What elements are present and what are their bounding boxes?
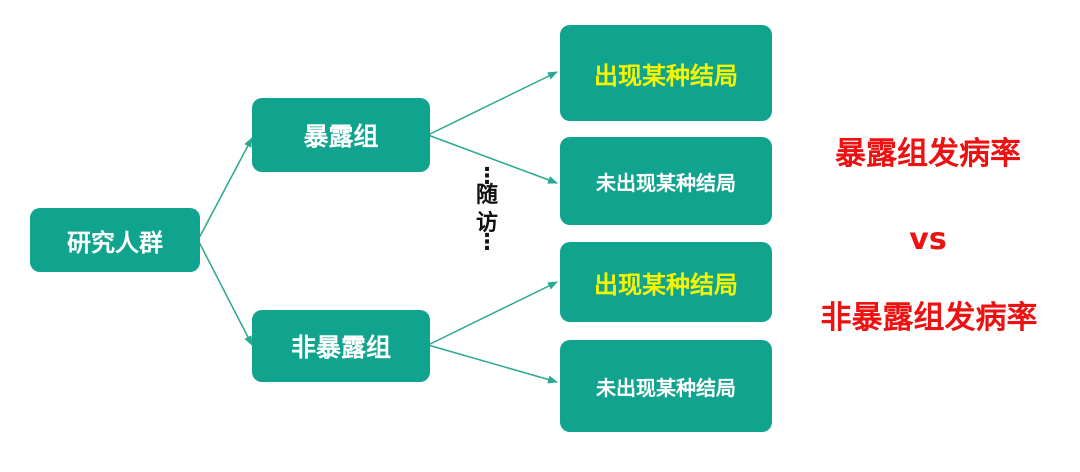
outcome-label: 出现某种结局 bbox=[594, 270, 738, 299]
exposed-group-node: 暴露组 bbox=[252, 98, 430, 172]
arrow-root-to-unexposed bbox=[197, 239, 253, 346]
arrow-unexposed-to-no-outcome bbox=[427, 344, 558, 384]
follow-up-char-2: 访 bbox=[475, 211, 498, 236]
outcome-node-exposed-positive: 出现某种结局 bbox=[560, 25, 772, 121]
unexposed-group-label: 非暴露组 bbox=[290, 333, 391, 362]
exposed-group-label: 暴露组 bbox=[303, 122, 379, 151]
no-outcome-label: 未出现某种结局 bbox=[596, 170, 736, 195]
follow-up-char-1: 随 bbox=[475, 183, 498, 208]
study-population-node: 研究人群 bbox=[30, 208, 200, 272]
versus-label: vs bbox=[909, 222, 947, 257]
outcome-node-unexposed-negative: 未出现某种结局 bbox=[560, 340, 772, 432]
exposed-incidence-label: 暴露组发病率 bbox=[835, 136, 1021, 172]
ellipsis-top: ⋮ bbox=[476, 164, 498, 189]
unexposed-group-node: 非暴露组 bbox=[252, 310, 430, 382]
arrow-exposed-to-outcome bbox=[427, 71, 558, 136]
study-population-label: 研究人群 bbox=[67, 228, 163, 257]
arrow-exposed-to-no-outcome bbox=[427, 134, 558, 184]
outcome-node-unexposed-positive: 出现某种结局 bbox=[560, 242, 772, 322]
ellipsis-bottom: ⋮ bbox=[476, 230, 498, 255]
unexposed-incidence-label: 非暴露组发病率 bbox=[820, 300, 1038, 336]
arrow-unexposed-to-outcome bbox=[427, 281, 558, 346]
no-outcome-label: 未出现某种结局 bbox=[596, 375, 736, 400]
outcome-node-exposed-negative: 未出现某种结局 bbox=[560, 137, 772, 225]
outcome-label: 出现某种结局 bbox=[594, 61, 738, 90]
arrow-root-to-exposed bbox=[197, 137, 253, 241]
follow-up-label: ⋮ 随 访 ⋮ bbox=[474, 164, 500, 306]
